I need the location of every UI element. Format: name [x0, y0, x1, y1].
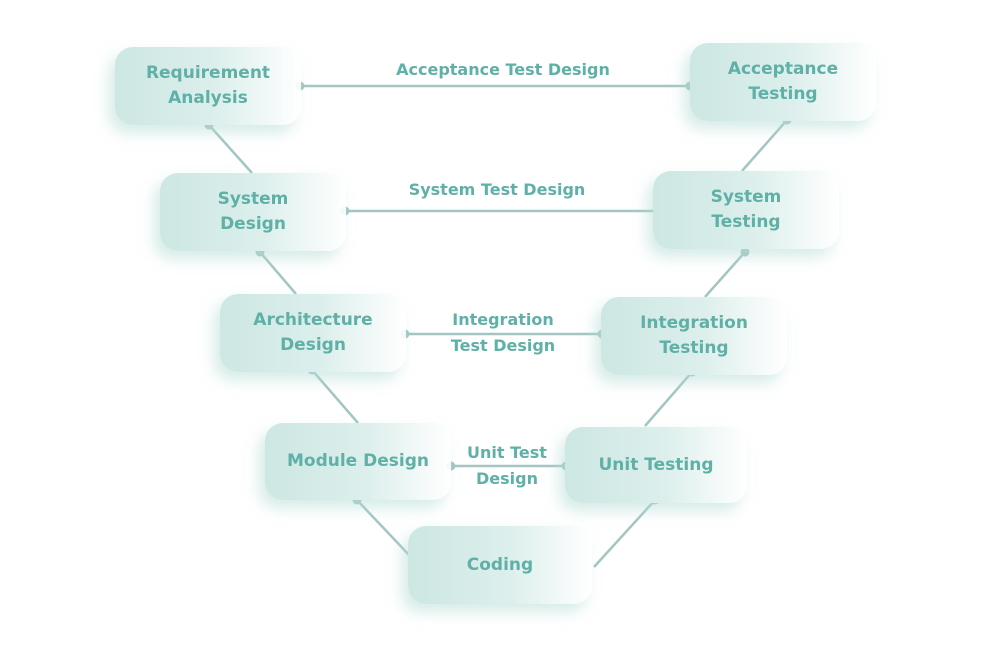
link-label: Test Design — [450, 336, 556, 355]
phase-module-design: Module Design — [265, 423, 451, 500]
phase-label: Architecture — [253, 310, 373, 330]
link-label: Unit Test — [467, 443, 547, 462]
v-left-1 — [208, 124, 253, 174]
phase-label: Acceptance — [727, 59, 839, 79]
v-right-4 — [593, 499, 656, 568]
v-right-1 — [741, 119, 788, 172]
phase-label: Testing — [659, 338, 729, 358]
phase-label: Integration — [640, 313, 748, 333]
phase-label: Design — [220, 214, 286, 234]
link-label: Integration — [452, 310, 554, 329]
phase-label: Unit Testing — [598, 454, 714, 475]
link-label-acceptance-test-design: Acceptance Test Design — [396, 57, 610, 83]
phase-label: Module Design — [286, 451, 429, 471]
v-right-3 — [644, 371, 693, 427]
link-label: Acceptance Test Design — [396, 60, 610, 79]
link-label-system-test-design: System Test Design — [409, 177, 586, 203]
phase-label: Testing — [748, 84, 818, 104]
phase-unit-testing: Unit Testing — [565, 427, 747, 503]
v-left-3 — [311, 369, 359, 424]
phase-label: Design — [280, 335, 346, 355]
v-right-2 — [704, 251, 746, 298]
phase-label: Requirement — [145, 63, 271, 83]
phase-coding: Coding — [408, 526, 592, 604]
phase-label: Analysis — [168, 88, 248, 108]
v-left-2 — [259, 251, 297, 295]
phase-label: Testing — [711, 212, 781, 232]
link-label: System Test Design — [408, 180, 586, 199]
phase-label: Coding — [466, 554, 534, 575]
link-label: Design — [476, 469, 538, 488]
phase-label: System — [710, 187, 782, 207]
v-left-4 — [356, 499, 411, 557]
phase-label: System — [217, 189, 289, 209]
